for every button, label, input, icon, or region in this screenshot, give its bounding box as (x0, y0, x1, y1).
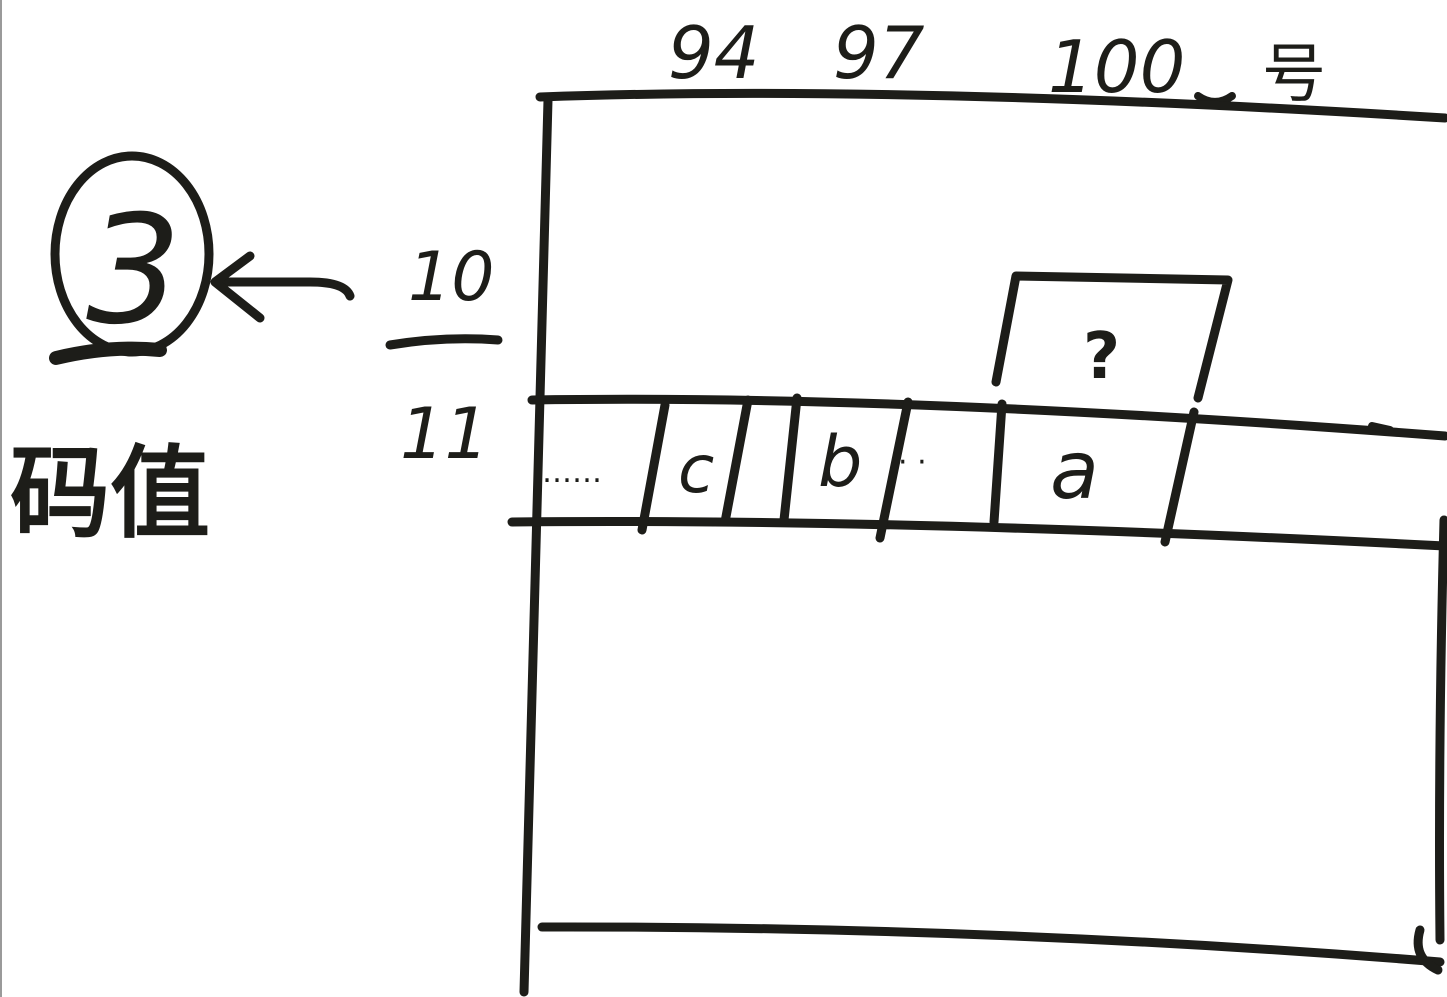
table-left-border (519, 95, 553, 997)
row-label-10: 10 (408, 238, 495, 317)
row-11-bottom-border (507, 517, 1447, 551)
cell-ellipsis-mid: · · (898, 445, 927, 480)
value-underline (49, 341, 167, 365)
cell-unknown: ? (1083, 320, 1120, 394)
value-label: 码值 (10, 435, 210, 552)
column-label-suffix: 号 (1262, 38, 1326, 112)
table-right-hook (1413, 925, 1443, 975)
column-label-94: 94 (668, 11, 760, 95)
unknown-box (991, 271, 1233, 403)
cell-divider-2 (720, 395, 753, 527)
cell-ellipsis-left: …… (542, 455, 602, 490)
cell-b: b (818, 421, 862, 503)
row-11-top-border (527, 394, 1447, 441)
cell-divider-3 (779, 393, 802, 525)
code-table-grid (507, 88, 1447, 997)
cell-a: a (1050, 424, 1099, 517)
column-label-97: 97 (833, 11, 925, 95)
row-label-11: 11 (400, 393, 489, 475)
arrow-to-value (210, 251, 355, 323)
cell-c: c (678, 431, 714, 508)
table-top-border (535, 88, 1447, 123)
circled-value: 3 (86, 184, 181, 358)
table-right-border (1435, 515, 1447, 945)
table-lower-line (537, 922, 1445, 967)
cell-divider-5 (989, 399, 1007, 527)
cell-divider-1 (637, 400, 670, 535)
row-label-fraction-bar (385, 334, 503, 350)
row-tick-mark (1368, 422, 1394, 434)
cell-divider-4 (875, 397, 913, 543)
cell-divider-6 (1160, 407, 1199, 547)
